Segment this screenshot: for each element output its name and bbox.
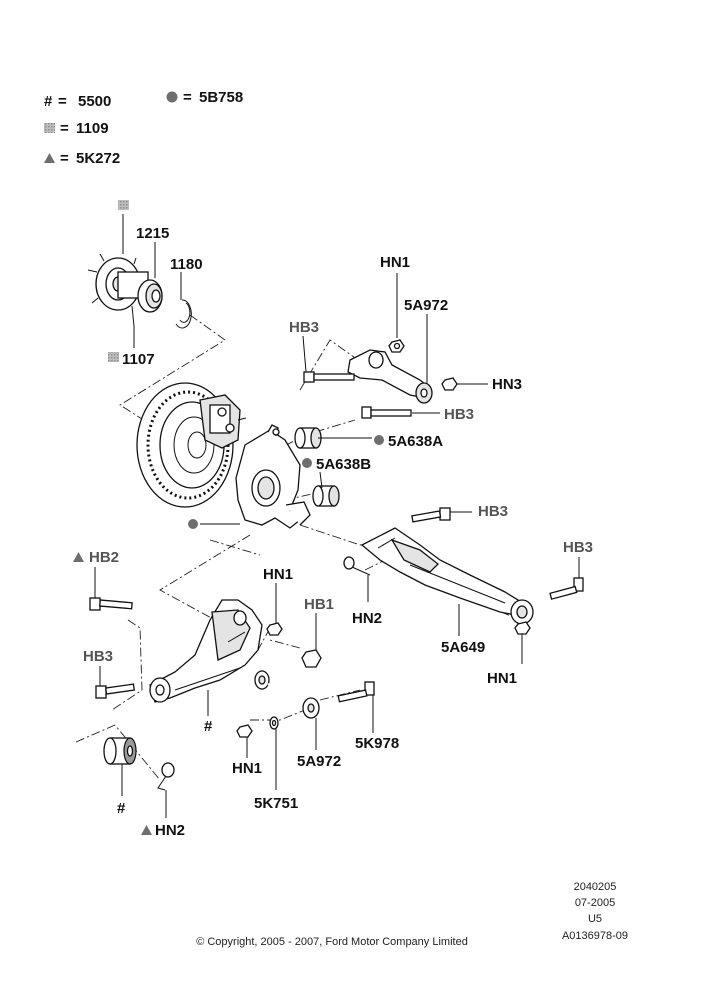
- bush-trailing-arm: [103, 737, 137, 765]
- nut-hn1-bottom: [236, 724, 253, 738]
- legend-hash-value: 5500: [78, 93, 111, 110]
- label-5a638b: 5A638B: [316, 456, 371, 473]
- legend-triangle-icon: [44, 153, 55, 163]
- bolt-hb2: [89, 597, 133, 611]
- triangle-symbol-icon: [73, 552, 84, 562]
- bush-5a638b: [312, 485, 340, 507]
- legend-square-equals: =: [60, 120, 69, 137]
- label-1107: 1107: [122, 351, 155, 368]
- footer-ref: A0136978-09: [562, 930, 628, 942]
- label-hb3-left: HB3: [83, 648, 113, 665]
- copyright-text: © Copyright, 2005 - 2007, Ford Motor Com…: [196, 936, 468, 948]
- footer-rev: U5: [588, 913, 602, 925]
- label-1180: 1180: [170, 256, 203, 273]
- legend-square-value: 1109: [76, 120, 109, 137]
- footer-date: 07-2005: [575, 897, 615, 909]
- label-hb3-right1: HB3: [478, 503, 508, 520]
- bolt-5k978: [337, 681, 375, 703]
- label-5a649: 5A649: [441, 639, 485, 656]
- lower-arm: [360, 527, 534, 625]
- bolt-hb3-right: [549, 577, 584, 600]
- label-5a638a: 5A638A: [388, 433, 443, 450]
- bolt-hb1: [301, 649, 322, 668]
- legend-square-icon: [44, 123, 55, 133]
- bolt-hb3-upper: [303, 371, 355, 383]
- label-hb1: HB1: [304, 596, 334, 613]
- label-hn3: HN3: [492, 376, 522, 393]
- legend-triangle-equals: =: [60, 150, 69, 167]
- label-hn1-top: HN1: [380, 254, 410, 271]
- nut-hn2-bottom: [157, 762, 175, 791]
- nut-hn2-mid: [343, 556, 371, 576]
- bolt-hb3-lower-arm: [411, 507, 451, 523]
- upper-arm: [347, 349, 433, 404]
- wheel-knuckle: [235, 424, 311, 529]
- triangle-symbol-icon: [141, 825, 152, 835]
- legend: # = 5500 = 5B758 = 1109 = 5K272: [44, 89, 243, 167]
- label-hb3-top: HB3: [289, 319, 319, 336]
- legend-dot-equals: =: [183, 89, 192, 106]
- label-5k751: 5K751: [254, 795, 298, 812]
- label-hn1-mid: HN1: [263, 566, 293, 583]
- label-5a972-bottom: 5A972: [297, 753, 341, 770]
- circlip: [175, 299, 192, 329]
- square-symbol-icon: [108, 352, 119, 362]
- legend-dot-value: 5B758: [199, 89, 243, 106]
- legend-triangle-value: 5K272: [76, 150, 120, 167]
- wheel-hub: [87, 253, 163, 327]
- label-hb2: HB2: [89, 549, 119, 566]
- nut-hn1-mid: [266, 622, 283, 636]
- nut-hn3: [441, 377, 458, 391]
- label-hn2-mid: HN2: [352, 610, 382, 627]
- legend-hash-equals: =: [58, 93, 67, 110]
- label-hn2-bottom: HN2: [155, 822, 185, 839]
- nut-hn1-top: [388, 339, 405, 353]
- label-5k978: 5K978: [355, 735, 399, 752]
- dot-symbol-icon: [374, 435, 384, 445]
- dot-symbol-icon: [302, 458, 312, 468]
- footer: 2040205 07-2005 U5 A0136978-09 © Copyrig…: [196, 881, 628, 948]
- legend-hash-symbol: #: [44, 93, 53, 110]
- brake-caliper: [199, 394, 247, 449]
- label-hash-bush: #: [117, 800, 126, 817]
- bush-5a638a: [294, 427, 322, 449]
- label-hash-arm: #: [204, 718, 213, 735]
- bolt-hb3-left: [95, 683, 136, 699]
- label-1215: 1215: [136, 225, 169, 242]
- nut-hn1-right: [514, 621, 531, 635]
- label-5a972-top: 5A972: [404, 297, 448, 314]
- trailing-arm: [149, 599, 263, 703]
- bolt-hb3-mid: [361, 406, 412, 419]
- legend-dot-icon: [166, 91, 178, 103]
- footer-code: 2040205: [574, 881, 617, 893]
- dot-symbol-icon: [188, 519, 198, 529]
- washer-5k751: [269, 716, 279, 730]
- label-hn1-right: HN1: [487, 670, 517, 687]
- part-labels: 1215 1180 1107 HN1 5A972 HB3 HN3 HB3 5A6…: [83, 225, 593, 839]
- leader-lines: [94, 214, 580, 818]
- label-hb3-mid: HB3: [444, 406, 474, 423]
- label-hb3-right2: HB3: [563, 539, 593, 556]
- label-hn1-bottom: HN1: [232, 760, 262, 777]
- square-symbol-icon: [118, 200, 129, 210]
- lower-link: [254, 670, 320, 719]
